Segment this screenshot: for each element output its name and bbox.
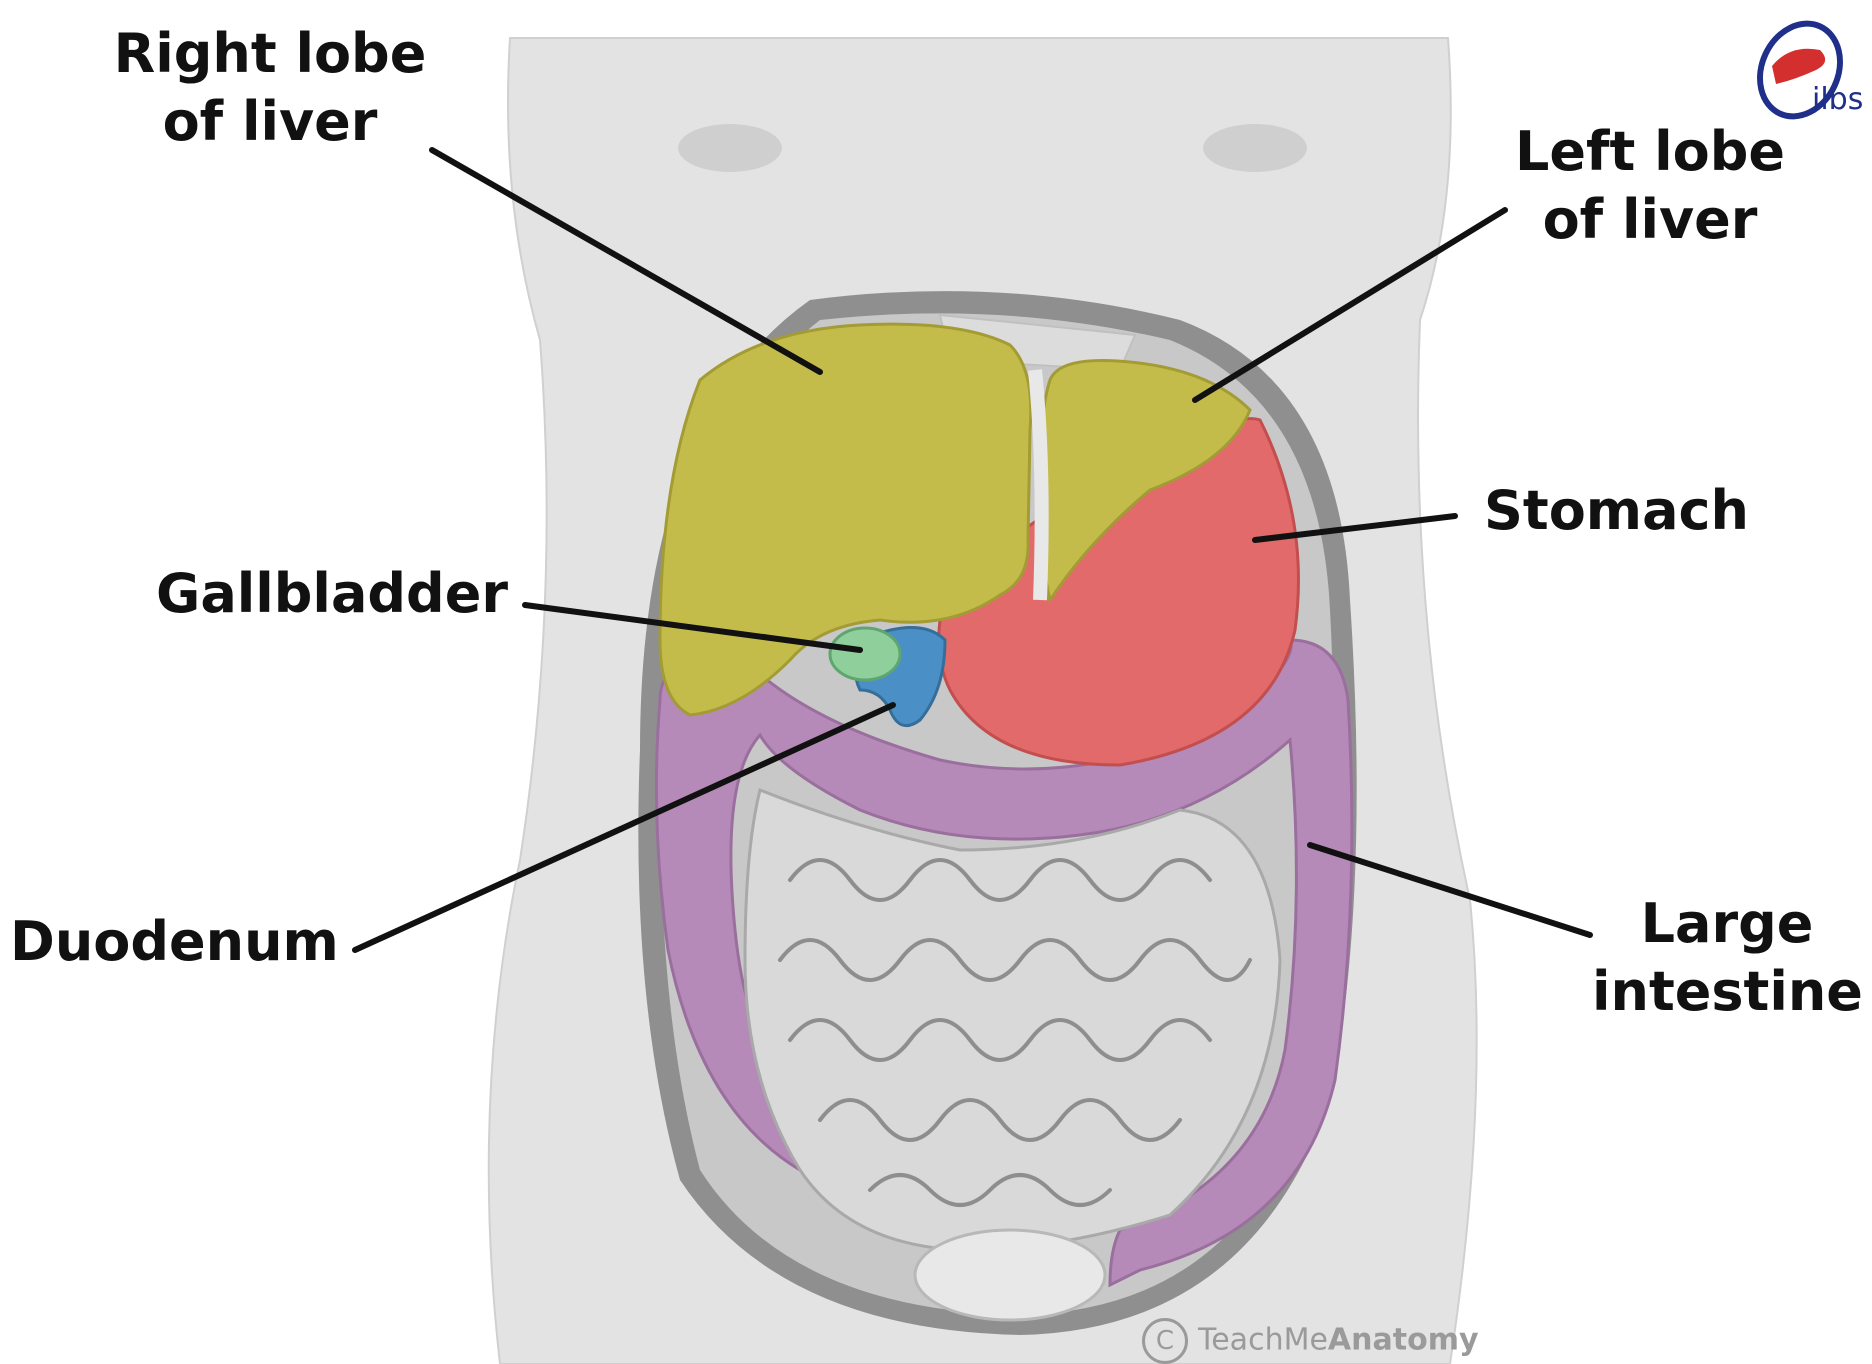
label-left-lobe-line2: of liver <box>1500 186 1800 254</box>
bladder <box>915 1230 1105 1320</box>
gallbladder <box>830 628 900 680</box>
copyright-icon: C <box>1142 1318 1188 1364</box>
label-right-lobe-line1: Right lobe <box>110 20 430 88</box>
chest-shadow-left <box>678 124 782 172</box>
label-left-lobe-of-liver: Left lobe of liver <box>1500 118 1800 254</box>
label-right-lobe-of-liver: Right lobe of liver <box>110 20 430 156</box>
label-large-intestine-line1: Large <box>1592 890 1862 958</box>
watermark-brand-light: TeachMe <box>1198 1323 1328 1358</box>
logo-text: ilbs <box>1812 82 1863 117</box>
logo-liver-icon <box>1772 49 1825 84</box>
falciform-ligament <box>1035 370 1042 600</box>
label-duodenum: Duodenum <box>10 908 339 976</box>
label-right-lobe-line2: of liver <box>110 88 430 156</box>
label-stomach: Stomach <box>1484 477 1749 545</box>
label-gallbladder: Gallbladder <box>156 560 508 628</box>
label-large-intestine: Large intestine <box>1592 890 1862 1026</box>
label-left-lobe-line1: Left lobe <box>1500 118 1800 186</box>
chest-shadow-right <box>1203 124 1307 172</box>
label-large-intestine-line2: intestine <box>1592 958 1862 1026</box>
teachmeanatomy-watermark: C TeachMeAnatomy <box>1142 1318 1479 1364</box>
watermark-brand-bold: Anatomy <box>1328 1323 1479 1358</box>
